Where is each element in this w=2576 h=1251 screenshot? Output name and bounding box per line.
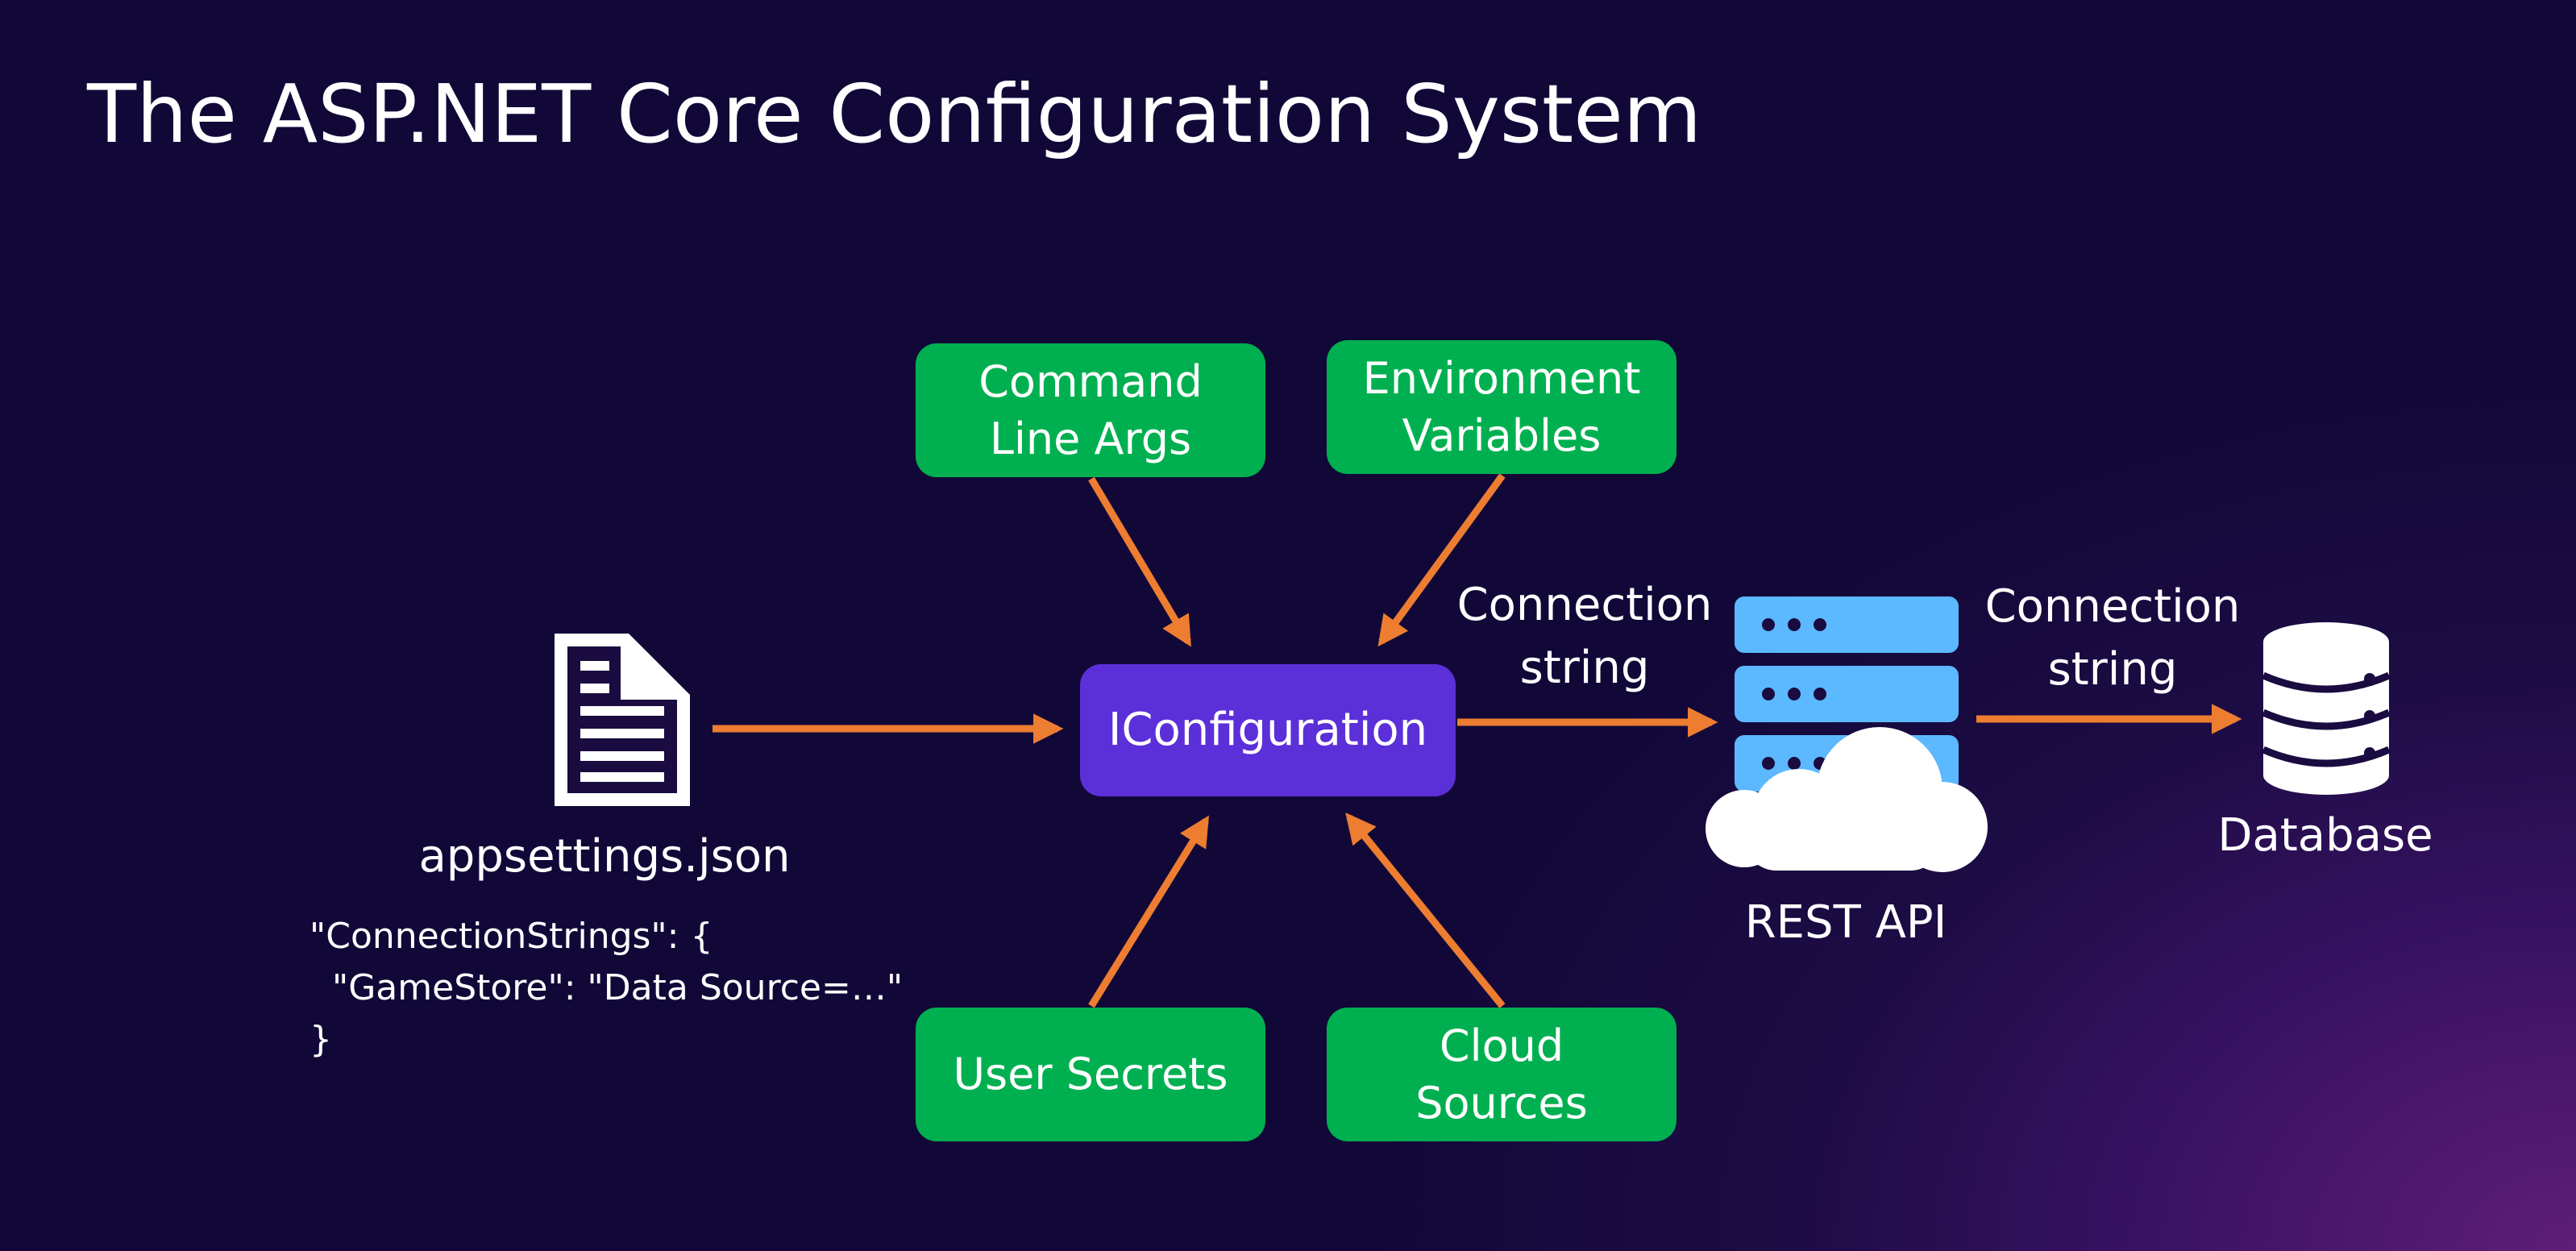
connection-string-label-api: Connection string <box>1456 579 1713 695</box>
arrow-env-to-config <box>1377 473 1506 647</box>
server-cloud-icon <box>1706 596 1988 872</box>
cloud-sources-box: Cloud Sources <box>1327 1008 1676 1141</box>
command-line-args-box: Command Line Args <box>916 343 1265 477</box>
arrow-cmdline-to-config <box>1088 476 1191 647</box>
database-label: Database <box>2217 809 2433 862</box>
slide-title: The ASP.NET Core Configuration System <box>87 67 1702 161</box>
arrow-secrets-to-config <box>1088 815 1209 1008</box>
rest-api-label: REST API <box>1744 896 1947 949</box>
appsettings-code: "ConnectionStrings": { "GameStore": "Dat… <box>310 916 904 1060</box>
database-icon <box>2262 622 2391 795</box>
environment-variables-box: Environment Variables <box>1327 340 1676 474</box>
iconfiguration-box: IConfiguration <box>1080 664 1456 796</box>
connection-string-label-db: Connection string <box>1984 580 2241 696</box>
document-icon <box>555 634 690 806</box>
user-secrets-box: User Secrets <box>916 1008 1265 1141</box>
arrow-cloud-to-config <box>1345 813 1506 1008</box>
appsettings-label: appsettings.json <box>418 830 791 883</box>
